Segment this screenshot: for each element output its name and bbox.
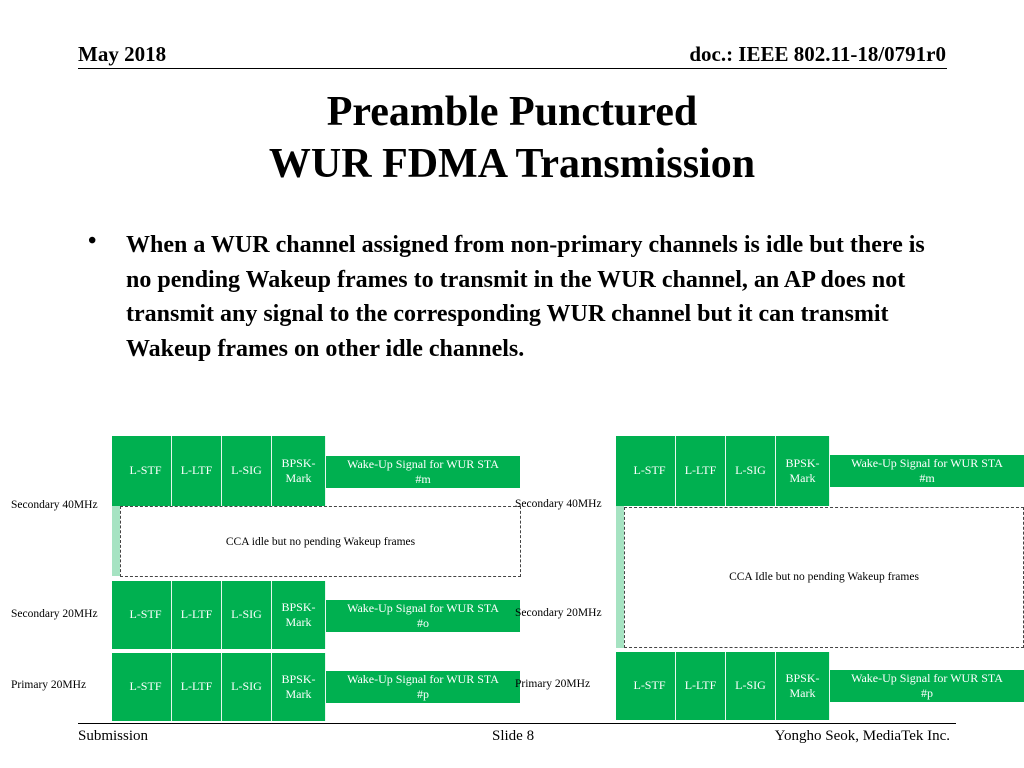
footer-slide-number: Slide 8 bbox=[492, 728, 535, 744]
right-pri20-label: Primary 20MHz bbox=[515, 678, 591, 690]
slide-title: Preamble Punctured WUR FDMA Transmission bbox=[0, 86, 1024, 190]
signal-line-2: #o bbox=[417, 616, 429, 630]
right-pri20-lltf: L-LTF bbox=[676, 652, 726, 720]
signal-line-1: Wake-Up Signal for WUR STA bbox=[851, 670, 1003, 685]
title-line-1: Preamble Punctured bbox=[326, 89, 698, 135]
left-sec40-lstf: L-STF bbox=[120, 436, 172, 506]
left-sec20-lltf: L-LTF bbox=[172, 581, 222, 649]
left-sec40-label: Secondary 40MHz bbox=[11, 499, 98, 511]
signal-line-1: Wake-Up Signal for WUR STA bbox=[347, 600, 499, 615]
header-divider bbox=[78, 68, 947, 69]
left-pri20-wakeup-signal: Wake-Up Signal for WUR STA #p bbox=[326, 671, 520, 703]
right-pri20-lsig: L-SIG bbox=[726, 652, 776, 720]
left-sec20-rail bbox=[112, 581, 120, 649]
right-sec40-bpsk: BPSK-Mark bbox=[776, 436, 830, 506]
signal-line-2: #m bbox=[415, 472, 431, 486]
right-sec40-lltf: L-LTF bbox=[676, 436, 726, 506]
right-idle-rail bbox=[616, 506, 624, 648]
signal-line-2: #p bbox=[417, 687, 429, 701]
left-sec20-bpsk: BPSK-Mark bbox=[272, 581, 326, 649]
left-pri20-bpsk: BPSK-Mark bbox=[272, 653, 326, 721]
left-pri20-rail bbox=[112, 653, 120, 721]
footer-divider bbox=[78, 723, 956, 724]
right-pri20-rail bbox=[616, 652, 624, 720]
right-pri20-wakeup-signal: Wake-Up Signal for WUR STA #p bbox=[830, 670, 1024, 702]
right-sec40-rail bbox=[616, 436, 624, 506]
right-pri20-lstf: L-STF bbox=[624, 652, 676, 720]
left-sec20-lstf: L-STF bbox=[120, 581, 172, 649]
right-sec40-lstf: L-STF bbox=[624, 436, 676, 506]
signal-line-1: Wake-Up Signal for WUR STA bbox=[851, 455, 1003, 470]
header-date: May 2018 bbox=[78, 42, 167, 66]
signal-line-2: #m bbox=[919, 471, 935, 485]
left-sec40-lltf: L-LTF bbox=[172, 436, 222, 506]
left-sec20-label: Secondary 20MHz bbox=[11, 608, 98, 620]
signal-line-2: #p bbox=[921, 686, 933, 700]
left-sec20-wakeup-signal: Wake-Up Signal for WUR STA #o bbox=[326, 600, 520, 632]
left-sec40-wakeup-signal: Wake-Up Signal for WUR STA #m bbox=[326, 456, 520, 488]
left-idle-rail bbox=[112, 506, 120, 576]
right-pri20-bpsk: BPSK-Mark bbox=[776, 652, 830, 720]
header-doc-id: doc.: IEEE 802.11-18/0791r0 bbox=[689, 42, 946, 66]
left-sec20-lsig: L-SIG bbox=[222, 581, 272, 649]
left-sec40-bpsk: BPSK-Mark bbox=[272, 436, 326, 506]
footer-submission: Submission bbox=[78, 728, 149, 744]
title-line-2: WUR FDMA Transmission bbox=[268, 141, 756, 187]
left-cca-idle-box bbox=[120, 506, 521, 577]
left-pri20-label: Primary 20MHz bbox=[11, 679, 87, 691]
right-cca-idle-text: CCA Idle but no pending Wakeup frames bbox=[729, 571, 919, 583]
signal-line-1: Wake-Up Signal for WUR STA bbox=[347, 456, 499, 471]
left-pri20-lsig: L-SIG bbox=[222, 653, 272, 721]
right-sec40-wakeup-signal: Wake-Up Signal for WUR STA #m bbox=[830, 455, 1024, 487]
right-sec40-lsig: L-SIG bbox=[726, 436, 776, 506]
right-sec20-label: Secondary 20MHz bbox=[515, 607, 602, 619]
left-pri20-lstf: L-STF bbox=[120, 653, 172, 721]
left-sec40-lsig: L-SIG bbox=[222, 436, 272, 506]
left-pri20-lltf: L-LTF bbox=[172, 653, 222, 721]
left-sec40-rail bbox=[112, 436, 120, 506]
right-sec40-label: Secondary 40MHz bbox=[515, 498, 602, 510]
bullet-text: When a WUR channel assigned from non-pri… bbox=[126, 232, 925, 362]
signal-line-1: Wake-Up Signal for WUR STA bbox=[347, 671, 499, 686]
left-cca-idle-text: CCA idle but no pending Wakeup frames bbox=[225, 536, 416, 548]
bullet-marker: • bbox=[88, 228, 97, 254]
footer-author: Yongho Seok, MediaTek Inc. bbox=[774, 728, 950, 744]
right-cca-idle-box bbox=[624, 507, 1024, 648]
